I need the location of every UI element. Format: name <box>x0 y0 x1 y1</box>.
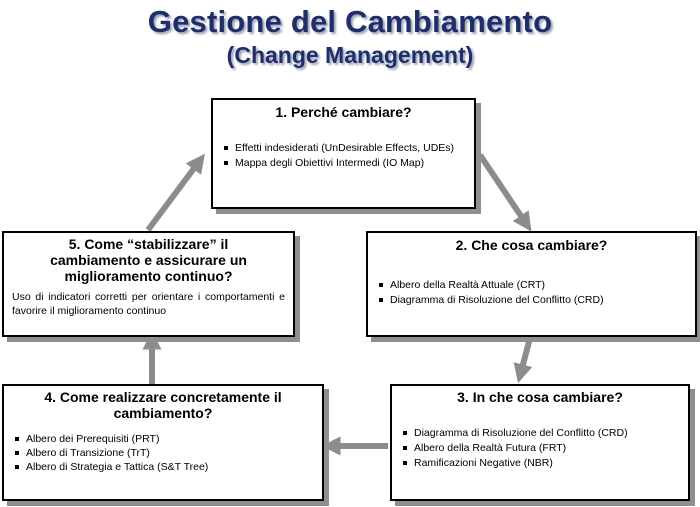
list-item: Albero di Transizione (TrT) <box>12 447 314 460</box>
step-4-box: 4. Come realizzare concretamente il camb… <box>2 384 324 501</box>
list-item: Ramificazioni Negative (NBR) <box>400 457 680 470</box>
step-2-title: 2. Che cosa cambiare? <box>455 237 608 253</box>
list-item: Albero della Realtà Attuale (CRT) <box>376 279 687 292</box>
list-item: Diagramma di Risoluzione del Conflitto (… <box>376 294 687 307</box>
list-item: Mappa degli Obiettivi Intermedi (IO Map) <box>221 157 466 170</box>
step-2-box: 2. Che cosa cambiare? Albero della Realt… <box>366 231 697 337</box>
list-item: Effetti indesiderati (UnDesirable Effect… <box>221 142 466 155</box>
list-item: Albero della Realtà Futura (FRT) <box>400 442 680 455</box>
arrow-1-to-2 <box>477 153 532 232</box>
step-1-box: 1. Perché cambiare? Effetti indesiderati… <box>211 98 476 209</box>
list-item: Diagramma di Risoluzione del Conflitto (… <box>400 427 680 440</box>
step-1-title: 1. Perché cambiare? <box>275 104 412 120</box>
step-5-title: 5. Come “stabilizzare” il cambiamento e … <box>50 236 247 284</box>
diagram-title: Gestione del Cambiamento <box>147 4 553 39</box>
step-5-box: 5. Come “stabilizzare” il cambiamento e … <box>2 231 295 337</box>
step-3-list: Diagramma di Risoluzione del Conflitto (… <box>400 427 680 470</box>
diagram-subtitle: (Change Management) <box>226 42 474 68</box>
step-2-list: Albero della Realtà Attuale (CRT) Diagra… <box>376 279 687 307</box>
step-4-title: 4. Come realizzare concretamente il camb… <box>44 389 282 421</box>
step-5-text: Uso di indicatori corretti per orientare… <box>12 291 285 317</box>
step-3-box: 3. In che cosa cambiare? Diagramma di Ri… <box>390 384 690 501</box>
arrow-5-to-1 <box>145 153 205 232</box>
step-3-title: 3. In che cosa cambiare? <box>457 389 623 405</box>
arrow-2-to-3 <box>513 337 533 384</box>
list-item: Albero dei Prerequisiti (PRT) <box>12 433 314 446</box>
list-item: Albero di Strategia e Tattica (S&T Tree) <box>12 461 314 474</box>
step-1-list: Effetti indesiderati (UnDesirable Effect… <box>221 142 466 170</box>
step-4-list: Albero dei Prerequisiti (PRT) Albero di … <box>12 433 314 474</box>
